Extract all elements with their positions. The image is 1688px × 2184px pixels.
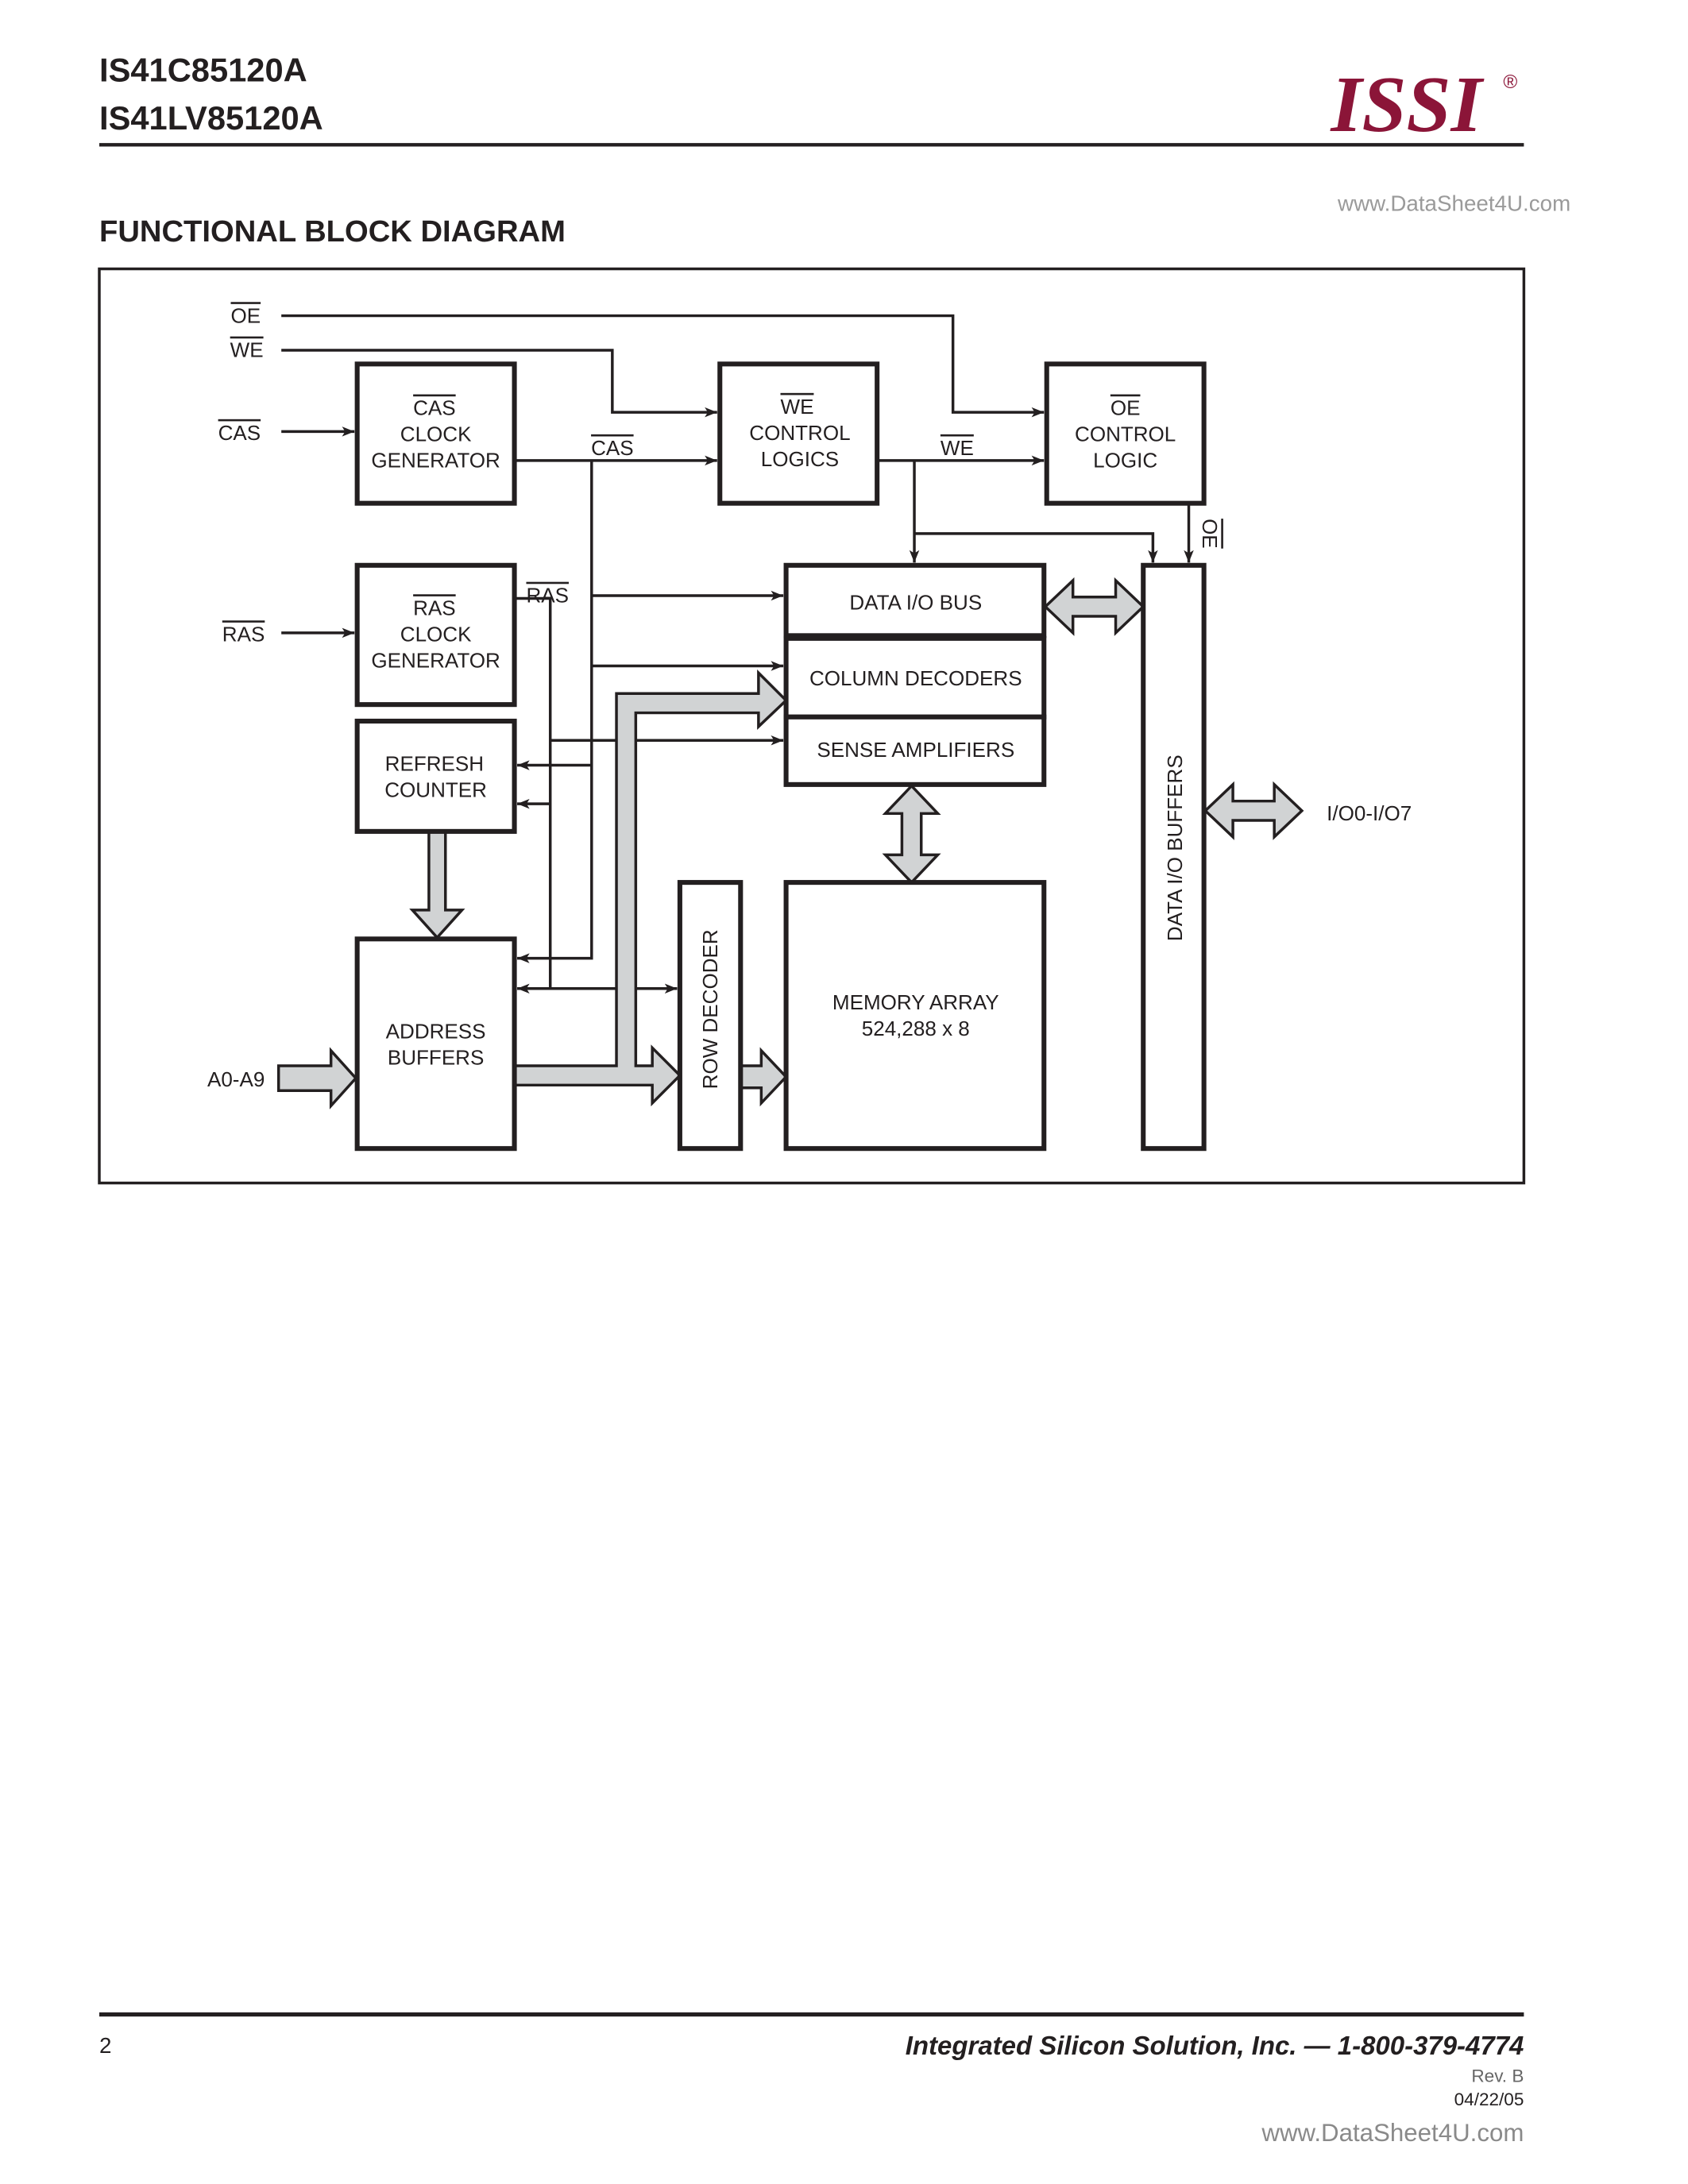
svg-text:REFRESH: REFRESH <box>385 751 484 775</box>
part-number-1: IS41C85120A <box>99 51 307 88</box>
svg-text:GENERATOR: GENERATOR <box>371 449 500 473</box>
refresh-counter-block: REFRESH COUNTER <box>354 718 517 834</box>
cas-clock-generator-block: CAS CLOCK GENERATOR <box>354 361 517 506</box>
svg-text:CONTROL: CONTROL <box>749 421 850 445</box>
io-label: I/O0-I/O7 <box>1327 801 1412 825</box>
svg-text:DATA I/O BUS: DATA I/O BUS <box>849 590 982 614</box>
svg-text:COUNTER: COUNTER <box>384 778 487 801</box>
part-number-2: IS41LV85120A <box>99 99 323 137</box>
svg-text:GENERATOR: GENERATOR <box>371 648 500 672</box>
diagram-frame <box>98 267 1526 1185</box>
issi-logo: ISSI ® <box>1330 60 1517 149</box>
svg-text:BUFFERS: BUFFERS <box>388 1045 485 1069</box>
ras-clock-generator-block: RAS CLOCK GENERATOR <box>354 562 517 708</box>
address-bus <box>512 669 789 1107</box>
svg-text:CAS: CAS <box>413 396 456 420</box>
svg-text:CLOCK: CLOCK <box>400 423 472 446</box>
oe-input-label: OE <box>230 303 261 327</box>
svg-text:DATA I/O BUFFERS: DATA I/O BUFFERS <box>1163 754 1187 941</box>
svg-text:COLUMN DECODERS: COLUMN DECODERS <box>809 666 1022 690</box>
column-decoders-block: COLUMN DECODERS <box>783 635 1047 720</box>
svg-text:LOGICS: LOGICS <box>761 447 839 471</box>
svg-text:CONTROL: CONTROL <box>1075 423 1176 446</box>
row-to-array-arrow <box>739 1047 788 1107</box>
svg-text:SENSE AMPLIFIERS: SENSE AMPLIFIERS <box>817 738 1014 762</box>
we-input-label: WE <box>230 338 264 362</box>
revision-date: 04/22/05 <box>1454 2089 1524 2109</box>
svg-text:RAS: RAS <box>413 596 456 619</box>
data-io-bus-block: DATA I/O BUS <box>783 562 1047 639</box>
signal-wires <box>281 314 1194 994</box>
ras-signal-label: RAS <box>526 584 569 608</box>
refresh-to-address-arrow <box>409 830 465 940</box>
svg-text:MEMORY ARRAY: MEMORY ARRAY <box>832 990 999 1014</box>
sense-amplifiers-block: SENSE AMPLIFIERS <box>783 714 1047 787</box>
cas-signal-label: CAS <box>591 436 634 460</box>
oe-signal-label: OE <box>1198 519 1222 549</box>
page-number: 2 <box>99 2033 111 2058</box>
svg-text:ROW DECODER: ROW DECODER <box>698 929 722 1089</box>
svg-text:®: ® <box>1503 71 1517 93</box>
row-decoder-block: ROW DECODER <box>677 880 744 1152</box>
svg-text:ISSI: ISSI <box>1330 60 1485 149</box>
company-line: Integrated Silicon Solution, Inc. — 1-80… <box>906 2031 1524 2060</box>
svg-text:WE: WE <box>781 395 814 419</box>
address-input-label: A0-A9 <box>207 1067 265 1091</box>
svg-text:524,288 x 8: 524,288 x 8 <box>862 1017 970 1040</box>
memory-array-block: MEMORY ARRAY 524,288 x 8 <box>783 880 1047 1152</box>
data-io-buffers-block: DATA I/O BUFFERS <box>1141 562 1207 1152</box>
oe-control-logic-block: OE CONTROL LOGIC <box>1044 361 1207 506</box>
address-buffers-block: ADDRESS BUFFERS <box>354 936 517 1152</box>
io-double-arrow <box>1203 781 1304 840</box>
we-control-logics-block: WE CONTROL LOGICS <box>717 361 880 506</box>
sense-array-double-arrow <box>882 784 941 885</box>
revision: Rev. B <box>1471 2066 1524 2086</box>
address-input-arrow <box>276 1047 358 1109</box>
svg-text:CLOCK: CLOCK <box>400 622 472 646</box>
svg-text:LOGIC: LOGIC <box>1093 449 1157 473</box>
cas-input-label: CAS <box>218 421 261 445</box>
watermark-top: www.DataSheet4U.com <box>1337 191 1570 216</box>
ras-input-label: RAS <box>222 622 265 646</box>
svg-text:ADDRESS: ADDRESS <box>386 1019 486 1043</box>
we-signal-label: WE <box>941 436 974 460</box>
section-title: FUNCTIONAL BLOCK DIAGRAM <box>99 214 566 249</box>
bus-buffer-double-arrow <box>1043 577 1145 636</box>
svg-text:OE: OE <box>1111 396 1141 420</box>
watermark-bottom: www.DataSheet4U.com <box>1261 2119 1524 2147</box>
